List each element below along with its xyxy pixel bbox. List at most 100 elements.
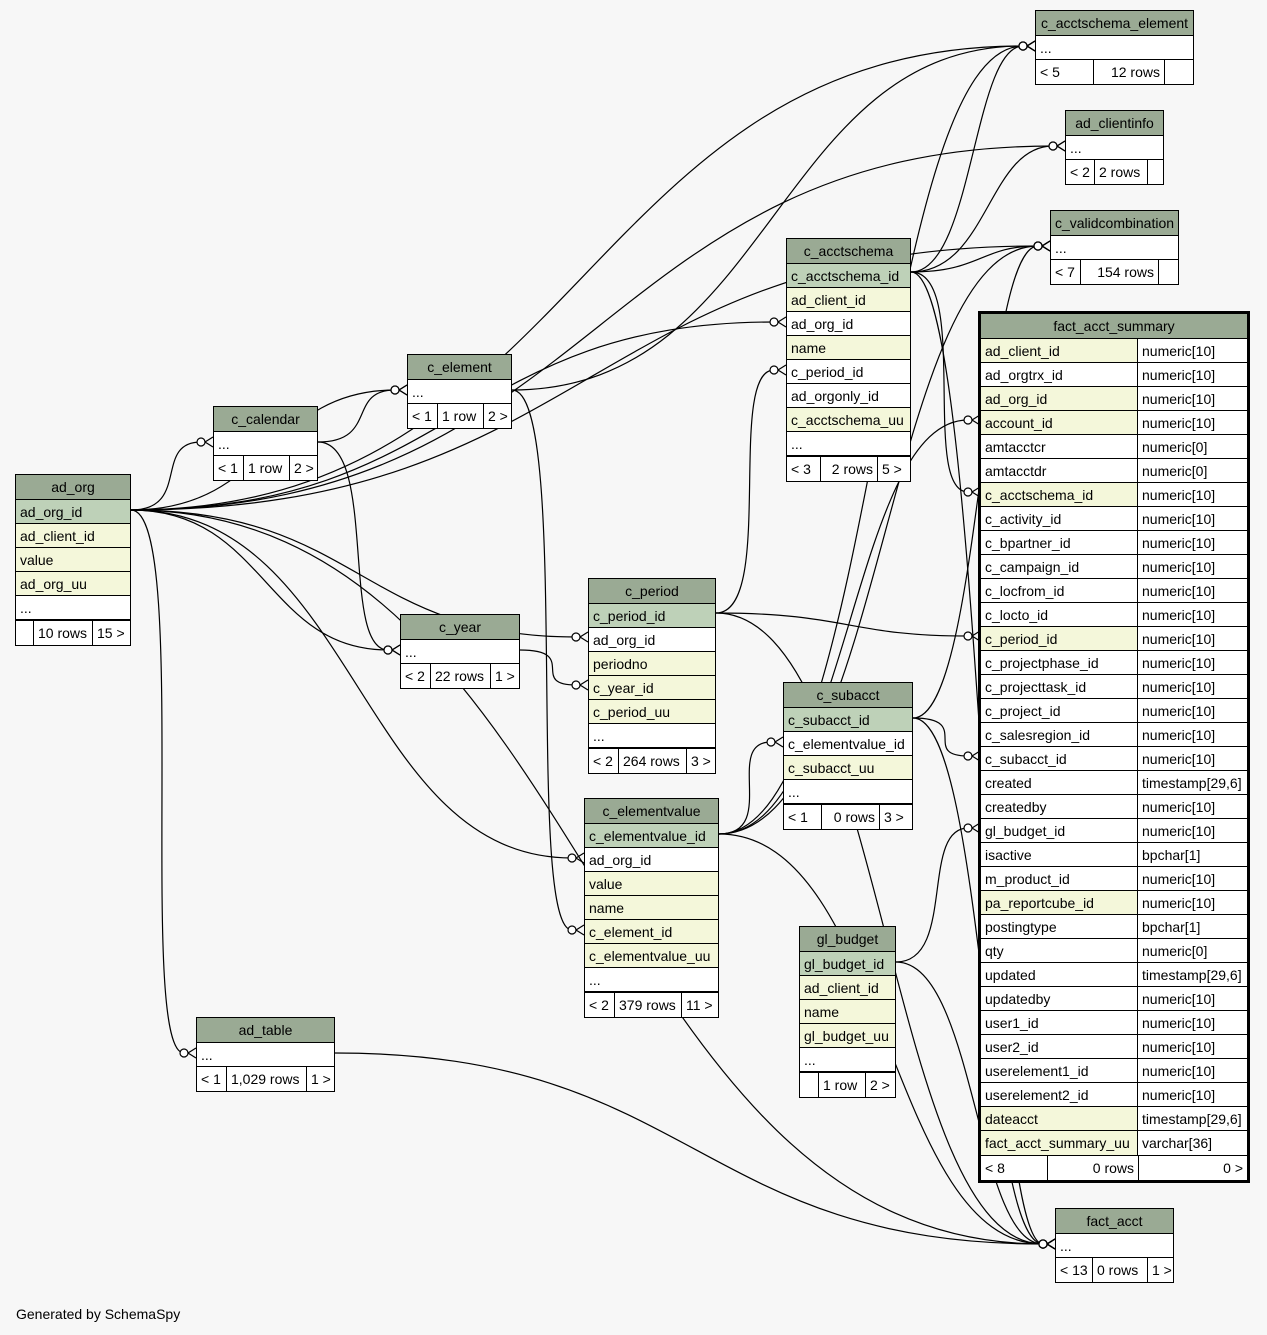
column-row: ad_client_id [787,288,910,312]
crows-foot-marker [1026,40,1036,52]
table-c-acctschema[interactable]: c_acctschema c_acctschema_id ad_client_i… [786,238,911,482]
table-c-elementvalue[interactable]: c_elementvalue c_elementvalue_id ad_org_… [584,798,719,1018]
column-row: c_period_id [589,604,715,628]
column-type: timestamp[29,6] [1138,771,1247,794]
column-type: numeric[10] [1138,819,1247,842]
parents-count [800,1073,819,1097]
table-c-calendar[interactable]: c_calendar ... < 1 1 row 2 > [213,406,318,481]
zero-or-many-marker [567,925,577,935]
table-fact-acct[interactable]: fact_acct ... < 13 0 rows 1 > [1055,1208,1174,1283]
zero-or-many-marker [963,823,973,833]
parents-count: < 7 [1051,260,1081,284]
relationship-line [519,649,577,686]
table-ad-clientinfo[interactable]: ad_clientinfo ... < 2 2 rows [1065,110,1164,185]
crows-foot-marker [391,644,401,656]
column-type: numeric[0] [1138,435,1247,458]
relationship-line [334,1052,1044,1245]
column-type: numeric[10] [1138,363,1247,386]
table-ad-org[interactable]: ad_org ad_org_id ad_client_id value ad_o… [15,474,131,646]
column-name: c_subacct_id [981,747,1138,770]
table-name: ad_clientinfo [1066,111,1163,136]
column-name: ad_client_id [981,339,1138,362]
column-name: qty [981,939,1138,962]
table-name: c_acctschema_element [1036,11,1193,36]
column-type: numeric[10] [1138,531,1247,554]
zero-or-many-marker [390,385,400,395]
relationship-line [511,45,1024,391]
column-type: numeric[10] [1138,483,1247,506]
table-c-element[interactable]: c_element ... < 1 1 row 2 > [407,354,512,429]
table-gl-budget[interactable]: gl_budget gl_budget_id ad_client_id name… [799,926,896,1098]
column-row: c_elementvalue_id [585,824,718,848]
crows-foot-marker [398,384,408,396]
table-c-period[interactable]: c_period c_period_id ad_org_id periodno … [588,578,716,774]
relationship-line [130,145,1054,511]
row-count: 379 rows [615,993,682,1017]
column-type: numeric[10] [1138,795,1247,818]
column-type: numeric[10] [1138,699,1247,722]
relationship-line [130,509,185,1054]
column-type: numeric[10] [1138,987,1247,1010]
table-name: c_year [401,615,519,640]
table-footer: 10 rows 15 > [16,620,130,645]
table-name: c_period [589,579,715,604]
table-c-validcombination[interactable]: c_validcombination ... < 7 154 rows [1050,210,1179,285]
column-name: c_project_id [981,699,1138,722]
crows-foot-marker [777,316,787,328]
table-c-year[interactable]: c_year ... < 2 22 rows 1 > [400,614,520,689]
column-row: c_elementvalue_id [784,732,912,756]
table-name: c_subacct [784,683,912,708]
table-c-subacct[interactable]: c_subacct c_subacct_id c_elementvalue_id… [783,682,913,830]
column-name: c_salesregion_id [981,723,1138,746]
zero-or-many-marker [567,853,577,863]
row-count: 1,029 rows [227,1067,307,1091]
table-c-acctschema-element[interactable]: c_acctschema_element ... < 5 12 rows [1035,10,1194,85]
crows-foot-marker [1046,1238,1056,1250]
parents-count: < 1 [214,456,244,480]
zero-or-many-marker [1048,141,1058,151]
relationship-line [910,45,1024,273]
children-count: 1 > [1152,1262,1172,1278]
zero-or-many-marker [963,631,973,641]
column-row: gl_budget_id [800,952,895,976]
column-row: c_subacct_uu [784,756,912,780]
column-type: timestamp[29,6] [1138,1107,1247,1130]
parents-count: < 5 [1036,60,1094,84]
column-name: c_projectphase_id [981,651,1138,674]
crows-foot-marker [1041,240,1051,252]
table-footer: < 2 2 rows [1066,160,1163,184]
table-ad-table[interactable]: ad_table ... < 1 1,029 rows 1 > [196,1017,335,1092]
children-count: 3 > [884,809,904,825]
crows-foot-marker [777,364,787,376]
column-name: postingtype [981,915,1138,938]
column-row: ... [408,380,511,404]
table-footer: < 2 22 rows 1 > [401,664,519,688]
relationship-line [130,509,573,859]
row-count: 1 row [244,456,290,480]
row-count: 0 rows [1048,1156,1139,1180]
column-row: ... [1056,1234,1173,1258]
row-count: 2 rows [1095,160,1148,184]
crows-foot-marker [1041,240,1051,252]
column-type: varchar[36] [1138,1131,1247,1155]
crows-foot-marker [1056,140,1066,152]
column-row: periodno [589,652,715,676]
crows-foot-marker [1046,1238,1056,1250]
column-row: ad_org_id [589,628,715,652]
column-row: ... [589,724,715,748]
column-row: ad_org_id [787,312,910,336]
column-row: name [800,1000,895,1024]
column-type: numeric[10] [1138,339,1247,362]
children-count: 15 > [97,625,125,641]
column-row: ... [585,968,718,992]
column-name: c_bpartner_id [981,531,1138,554]
